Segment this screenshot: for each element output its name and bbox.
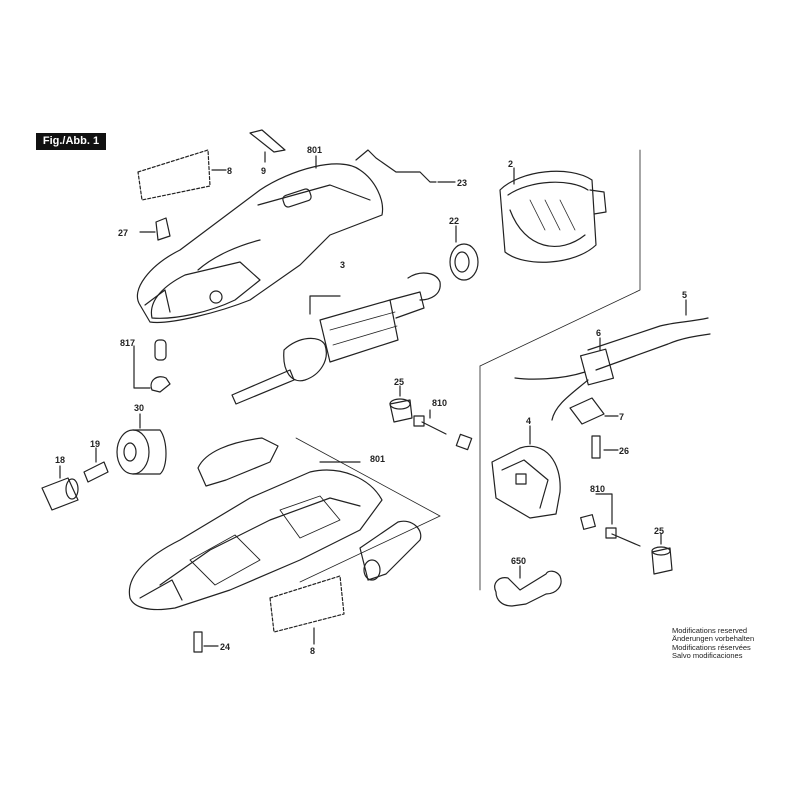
callout-18: 18 [55,455,65,465]
part-23-wire-clip [355,149,456,183]
callout-650: 650 [511,556,526,566]
modifications-notice: Modifications reserved Änderungen vorbeh… [672,626,755,661]
part-650-wrench [494,565,562,607]
callout-6: 6 [596,328,601,338]
part-801-housing-bottom [128,461,383,611]
part-19-shaft-lock [83,447,109,483]
callout-8-lower: 8 [310,646,315,656]
notice-line: Modifications réservées [672,642,751,652]
callout-5: 5 [682,290,687,300]
callout-19: 19 [90,439,100,449]
callout-810: 810 [432,398,447,408]
part-801-cover-pieces [197,437,422,581]
part-810-screws-upper [413,409,473,451]
callout-3: 3 [340,260,345,270]
part-817-pins [133,339,171,393]
notice-line: Salvo modificaciones [672,651,743,661]
callout-27: 27 [118,228,128,238]
part-4-switch-housing [491,425,561,519]
part-22-bearing [449,225,479,281]
callout-2: 2 [508,159,513,169]
assembly-guide-lines [295,149,641,591]
callout-22: 22 [449,216,459,226]
callout-8: 8 [227,166,232,176]
part-8-label-plate-lower [269,575,345,645]
part-18-collet [41,465,79,511]
part-24-screw [193,631,219,653]
part-30-collet-nut [116,413,167,475]
figure-label: Fig./Abb. 1 [36,133,106,150]
callout-801-lower: 801 [370,454,385,464]
part-7-clamp [569,397,619,425]
callout-7: 7 [619,412,624,422]
part-25-bearing-lower [651,533,673,575]
callout-26: 26 [619,446,629,456]
part-26-screw [591,435,619,459]
callout-810-lower: 810 [590,484,605,494]
callout-24: 24 [220,642,230,652]
callout-25: 25 [394,377,404,387]
part-2-field-coil [499,167,607,263]
part-5-6-power-cord [514,299,711,421]
part-801-housing-top [136,155,384,324]
callout-25-lower: 25 [654,526,664,536]
part-27-clip [139,217,171,241]
part-8-label-plate [137,149,227,201]
part-25-bearing-upper [389,385,413,423]
callout-817: 817 [120,338,135,348]
callout-23: 23 [457,178,467,188]
part-3-armature [231,272,441,405]
notice-line: Änderungen vorbehalten [672,634,755,644]
part-810-screws-lower [580,493,641,547]
callout-30: 30 [134,403,144,413]
callout-801: 801 [307,145,322,155]
callout-4: 4 [526,416,531,426]
callout-9: 9 [261,166,266,176]
notice-line: Modifications reserved [672,626,748,635]
part-9-clip [249,129,286,163]
